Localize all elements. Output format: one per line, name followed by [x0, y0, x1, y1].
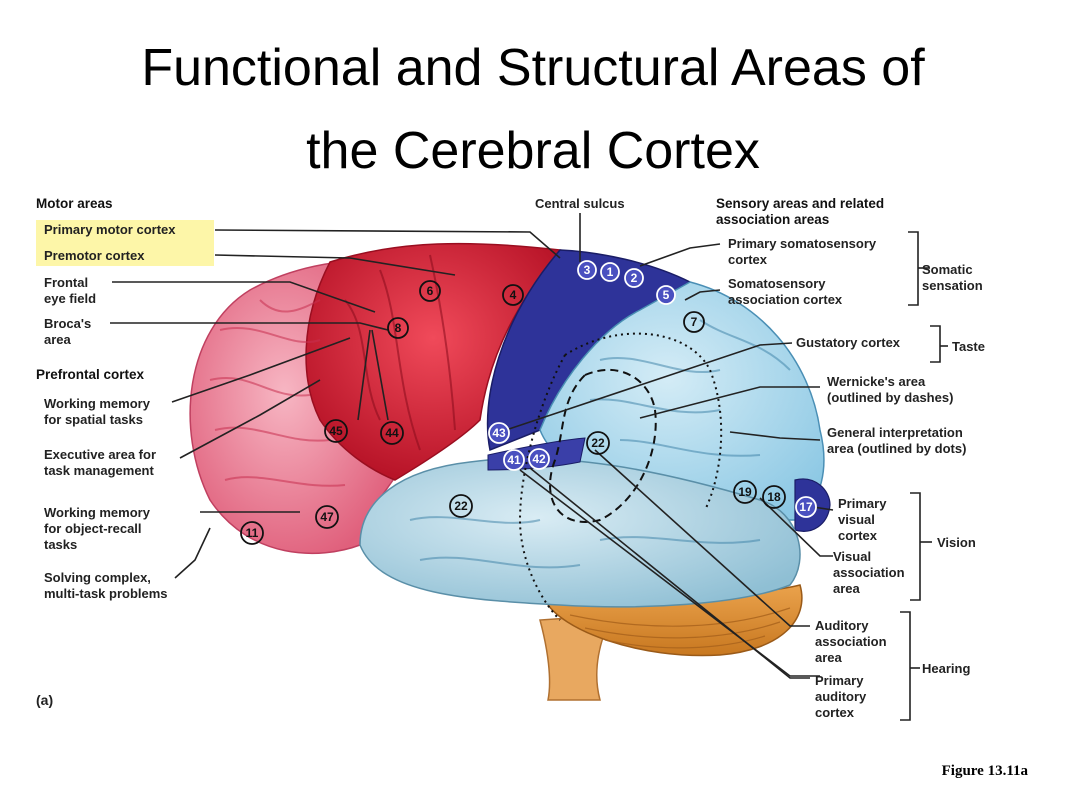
group-hearing: Hearing: [922, 661, 971, 676]
area-7-marker: [683, 311, 705, 333]
area-7-num: 7: [691, 315, 698, 329]
label-primary-motor-cortex: Primary motor cortex: [44, 222, 176, 237]
label-primary-visual-cortex: Primary visual cortex: [838, 496, 887, 543]
area-47-num: 47: [320, 510, 334, 524]
label-frontal-eye-field: Frontal eye field: [44, 275, 97, 306]
area-43-marker: [488, 422, 510, 444]
label-auditory-association: Auditory association area: [815, 618, 887, 665]
area-19-num: 19: [738, 485, 752, 499]
temporal-lobe: [359, 457, 801, 608]
prefrontal-cortex-header: Prefrontal cortex: [36, 367, 145, 382]
label-central-sulcus: Central sulcus: [535, 196, 625, 211]
panel-label: (a): [36, 692, 54, 708]
motor-areas-header: Motor areas: [36, 196, 113, 211]
area-22b-num: 22: [591, 436, 605, 450]
label-working-memory-object: Working memory for object-recall tasks: [44, 505, 150, 552]
area-42-marker: [528, 448, 550, 470]
area-1-num: 1: [607, 265, 614, 279]
area-8-marker: [387, 317, 409, 339]
area-6-marker: [419, 280, 441, 302]
area-47-marker: [315, 505, 339, 529]
area-41-marker: [503, 449, 525, 471]
area-2-num: 2: [631, 271, 638, 285]
area-3-num: 3: [584, 263, 591, 277]
label-premotor-cortex: Premotor cortex: [44, 248, 145, 263]
label-visual-association: Visual association area: [833, 549, 905, 596]
label-gustatory-cortex: Gustatory cortex: [796, 335, 901, 350]
area-44-marker: [380, 421, 404, 445]
area-3-marker: [577, 260, 597, 280]
area-44-num: 44: [385, 426, 399, 440]
area-11-num: 11: [246, 526, 259, 540]
page-title-line-1: Functional and Structural Areas of: [141, 39, 925, 97]
label-primary-somatosensory: Primary somatosensory cortex: [728, 236, 877, 267]
wernicke-outline: [549, 369, 657, 523]
area-43-num: 43: [492, 426, 506, 440]
label-executive-area: Executive area for task management: [44, 447, 157, 478]
area-4-num: 4: [510, 288, 517, 302]
area-18-num: 18: [767, 490, 781, 504]
area-45-marker: [324, 419, 348, 443]
area-22a-marker: [449, 494, 473, 518]
area-4-marker: [502, 284, 524, 306]
area-42-num: 42: [532, 452, 546, 466]
page-title-line-2: the Cerebral Cortex: [306, 122, 760, 180]
area-19-marker: [733, 480, 757, 504]
general-interpretation-outline: [564, 332, 723, 511]
sensory-areas-header: Sensory areas and related association ar…: [716, 196, 885, 227]
area-6-num: 6: [427, 284, 434, 298]
label-working-memory-spatial: Working memory for spatial tasks: [44, 396, 150, 427]
area-41-num: 41: [507, 453, 521, 467]
label-brocas-area: Broca's area: [44, 316, 92, 347]
motor-lobe: [305, 242, 562, 481]
label-wernickes-area: Wernicke's area (outlined by dashes): [827, 374, 954, 405]
label-solving-complex: Solving complex, multi-task problems: [44, 570, 168, 601]
group-somatic-sensation: Somatic sensation: [922, 262, 983, 293]
area-22b-marker: [586, 431, 610, 455]
area-2-marker: [624, 268, 644, 288]
label-primary-auditory-cortex: Primary auditory cortex: [815, 673, 867, 720]
area-17-num: 17: [799, 500, 813, 514]
area-1-marker: [600, 262, 620, 282]
label-somatosensory-association: Somatosensory association cortex: [728, 276, 843, 307]
area-5-num: 5: [663, 288, 670, 302]
figure-caption: Figure 13.11a: [941, 763, 1028, 779]
area-8-num: 8: [395, 321, 402, 335]
area-5-marker: [656, 285, 676, 305]
group-vision: Vision: [937, 535, 976, 550]
area-18-marker: [762, 485, 786, 509]
area-22a-num: 22: [454, 499, 468, 513]
motor-highlight: [36, 220, 214, 266]
group-taste: Taste: [952, 339, 985, 354]
area-45-num: 45: [329, 424, 343, 438]
area-17-marker: [795, 496, 817, 518]
area-11-marker: [240, 521, 264, 545]
label-general-interpretation: General interpretation area (outlined by…: [827, 425, 967, 456]
